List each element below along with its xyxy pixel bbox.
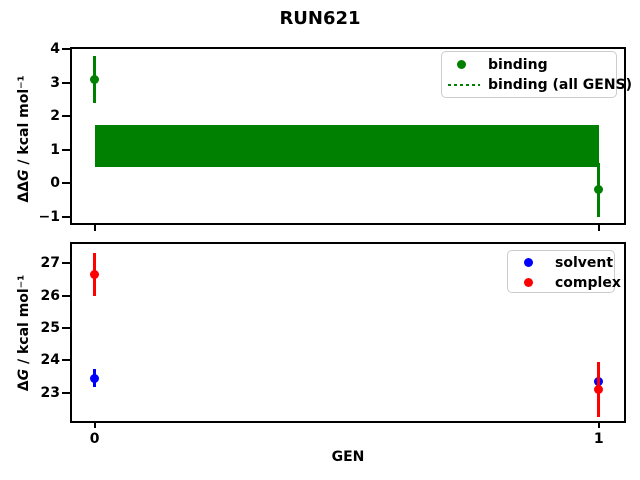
- g-symbol: G: [16, 169, 32, 181]
- y-tick: [62, 48, 70, 50]
- legend-label-solvent: solvent: [555, 255, 614, 271]
- complex-marker-icon: [524, 278, 533, 287]
- legend-label-complex: complex: [555, 275, 621, 291]
- y-tick: [62, 294, 70, 297]
- bottom-plot-area: [70, 242, 626, 423]
- binding-marker-icon: [457, 60, 466, 69]
- units-text: / kcal mol⁻¹: [16, 274, 32, 369]
- delta-delta-symbol: ΔΔ: [16, 180, 32, 203]
- legend-row-binding-all-gens: binding (all GENS): [442, 75, 632, 95]
- legend-label-binding: binding: [488, 57, 548, 73]
- y-tick: [62, 215, 70, 218]
- x-tick-label: 0: [89, 431, 100, 447]
- legend-row-binding: binding: [442, 55, 616, 75]
- y-tick: [62, 359, 70, 362]
- y-tick: [62, 81, 70, 84]
- top-y-axis-label: ΔΔG / kcal mol⁻¹: [16, 75, 32, 202]
- y-tick: [62, 148, 70, 151]
- y-tick: [62, 391, 70, 394]
- y-tick: [62, 182, 70, 185]
- units-text: / kcal mol⁻¹: [16, 75, 32, 170]
- y-tick: [62, 115, 70, 118]
- y-tick-label: 4: [50, 41, 60, 57]
- dotted-line-icon: [448, 84, 480, 86]
- x-tick: [597, 225, 600, 231]
- legend-row-complex: complex: [508, 273, 621, 293]
- top-legend: binding binding (all GENS): [441, 51, 632, 98]
- y-tick: [62, 262, 70, 265]
- bottom-legend: solvent complex: [507, 250, 621, 293]
- solvent-marker-icon: [524, 258, 533, 267]
- g-symbol: G: [16, 368, 32, 381]
- y-tick: [62, 326, 70, 329]
- y-tick-label: −1: [38, 208, 60, 225]
- delta-symbol: Δ: [16, 380, 32, 392]
- legend-row-solvent: solvent: [508, 253, 614, 273]
- x-tick: [93, 225, 96, 231]
- x-axis-label: GEN: [331, 449, 365, 465]
- figure-title: RUN621: [279, 8, 361, 29]
- y-tick-label: 27: [40, 255, 60, 272]
- legend-label-binding-all-gens: binding (all GENS): [488, 77, 633, 93]
- top-plot-area: [70, 47, 626, 225]
- bottom-y-axis-label: ΔG / kcal mol⁻¹: [16, 275, 32, 391]
- x-tick-label: 1: [593, 431, 604, 447]
